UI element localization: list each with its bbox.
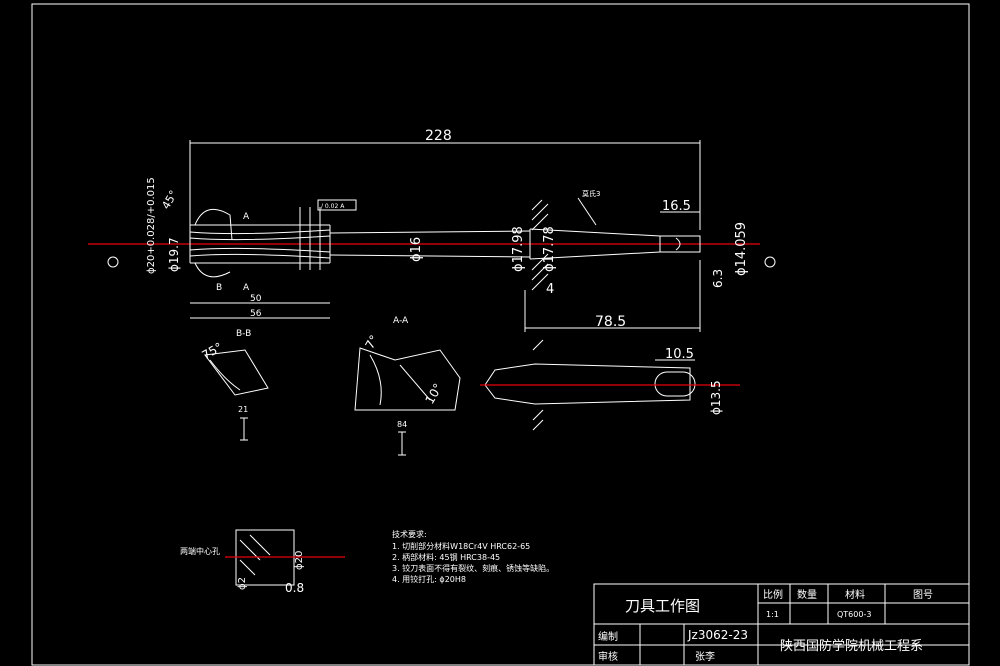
main-view: 228 ϕ16 ϕ17.98 ϕ17.78 ϕ14.059 ϕ20+0.028/… <box>88 128 776 332</box>
section-mark-a-top: A <box>243 212 250 222</box>
dim-56: 56 <box>250 309 262 319</box>
svg-text:1. 切削部分材料W18Cr4V HRC62-65: 1. 切削部分材料W18Cr4V HRC62-65 <box>392 541 530 551</box>
svg-text:10.5: 10.5 <box>665 347 694 362</box>
morse-taper-note: 莫氏3 <box>582 189 600 198</box>
dim-16-5: 16.5 <box>662 199 691 214</box>
tech-requirements: 技术要求: 1. 切削部分材料W18Cr4V HRC62-65 2. 柄部材料:… <box>392 529 554 584</box>
svg-text:图号: 图号 <box>913 589 933 601</box>
svg-text:ϕ2: ϕ2 <box>237 577 248 590</box>
svg-text:7°: 7° <box>362 333 381 352</box>
svg-text:A-A: A-A <box>393 316 409 326</box>
svg-text:ϕ13.5: ϕ13.5 <box>709 380 723 415</box>
dim-d197: ϕ19.7 <box>167 237 181 272</box>
section-aa: A-A 7° 10° 84 <box>354 316 461 456</box>
tang-detail: 10.5 ϕ13.5 <box>480 339 740 431</box>
dim-6-3: 6.3 <box>711 269 725 288</box>
dim-d16: ϕ16 <box>409 237 424 262</box>
section-bb: B-B 75° 21 <box>200 329 269 441</box>
svg-text:B-B: B-B <box>236 329 251 339</box>
svg-text:Jz3062-23: Jz3062-23 <box>687 628 748 642</box>
svg-text:2. 柄部材料: 45钢 HRC38-45: 2. 柄部材料: 45钢 HRC38-45 <box>392 552 500 562</box>
tolerance-frame <box>317 199 357 211</box>
dim-78-5: 78.5 <box>595 314 626 330</box>
dim-228: 228 <box>425 128 452 144</box>
svg-text:4. 用铰打孔: ϕ20H8: 4. 用铰打孔: ϕ20H8 <box>392 574 466 584</box>
center-symbol-right <box>764 256 776 268</box>
title-block: 刀具工作图 比例 数量 材料 图号 1:1 QT600-3 编制 Jz3062-… <box>593 583 970 666</box>
svg-text:1:1: 1:1 <box>766 610 779 619</box>
svg-text:/ 0.02 A: / 0.02 A <box>321 203 345 210</box>
dim-d14059: ϕ14.059 <box>734 222 749 276</box>
svg-text:3. 铰刀表面不得有裂纹、刻痕、锈蚀等缺陷。: 3. 铰刀表面不得有裂纹、刻痕、锈蚀等缺陷。 <box>392 563 554 573</box>
dim-d20: ϕ20+0.028/+0.015 <box>146 177 157 274</box>
svg-text:75°: 75° <box>200 340 225 363</box>
svg-text:ϕ20: ϕ20 <box>294 551 305 570</box>
tech-title: 技术要求: <box>392 529 427 539</box>
dim-50: 50 <box>250 294 262 304</box>
section-mark-a-bottom: A <box>243 283 250 293</box>
drawing-frame <box>31 3 970 666</box>
center-symbol-left <box>107 256 119 268</box>
dim-d1798: ϕ17.98 <box>511 226 526 272</box>
svg-text:编制: 编制 <box>598 630 618 643</box>
section-mark-b: B <box>216 283 222 293</box>
svg-text:两端中心孔: 两端中心孔 <box>180 546 220 556</box>
svg-text:张李: 张李 <box>695 650 715 663</box>
svg-text:材料: 材料 <box>845 588 865 601</box>
svg-text:QT600-3: QT600-3 <box>837 610 871 619</box>
svg-text:21: 21 <box>238 405 248 414</box>
svg-text:数量: 数量 <box>797 588 817 601</box>
svg-text:审核: 审核 <box>598 650 618 663</box>
svg-text:比例: 比例 <box>763 588 783 601</box>
dim-d1778: ϕ17.78 <box>542 226 557 272</box>
angle-45: 45° <box>159 188 180 211</box>
svg-text:84: 84 <box>397 420 407 429</box>
title-name: 刀具工作图 <box>625 597 700 615</box>
org-name: 陕西国防学院机械工程系 <box>780 638 923 654</box>
svg-text:10°: 10° <box>422 381 445 406</box>
dim-4: 4 <box>546 282 554 297</box>
svg-text:0.8: 0.8 <box>285 581 304 595</box>
center-hole-detail: 两端中心孔 ϕ2 ϕ20 0.8 <box>180 529 345 595</box>
